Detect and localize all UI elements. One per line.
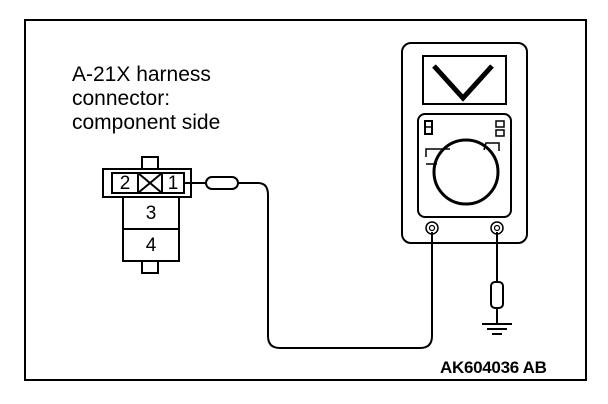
ground-symbol-icon [482, 323, 512, 335]
connector-top-tab [141, 156, 159, 170]
ground-probe [490, 281, 504, 309]
range-switch-bottom-icon [495, 129, 505, 137]
multimeter-dial-panel [417, 113, 512, 218]
diagram-frame [24, 19, 587, 381]
dial-scale-left [425, 148, 450, 157]
connector-blank-cross-b [137, 172, 163, 194]
multimeter-body [401, 42, 528, 244]
connector-label-line-1: A-21X harness [72, 63, 211, 86]
multimeter [401, 42, 528, 244]
pin-4-label: 4 [145, 235, 157, 256]
probe-tip [205, 176, 239, 190]
com-jack [425, 221, 439, 235]
selector-dial [432, 138, 500, 206]
voltage-symbol-icon [432, 64, 494, 102]
dial-scale-right [483, 142, 500, 151]
test-probe [184, 176, 239, 190]
pin-2-label: 2 [119, 173, 131, 194]
range-switch-top-icon [495, 120, 505, 128]
test-lead-wire [238, 182, 433, 349]
pin-3-label: 3 [145, 203, 157, 224]
multimeter-display [422, 55, 507, 105]
pin-1-label: 1 [167, 173, 179, 194]
connector-bottom-tab [141, 260, 159, 274]
figure-id: AK604036 AB [440, 358, 547, 377]
connector-label-line-3: component side [72, 111, 221, 134]
ground-lead [490, 232, 504, 324]
connector-label-line-2: connector: [72, 87, 171, 110]
